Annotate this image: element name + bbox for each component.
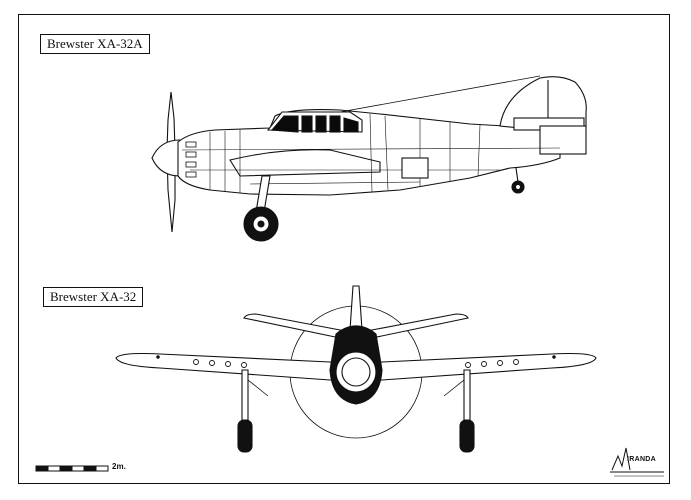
- engine-vents: [185, 141, 197, 178]
- right-wheel: [459, 419, 475, 453]
- front-view: [115, 285, 597, 453]
- tail-wheel-hub: [514, 183, 522, 191]
- side-view: [151, 75, 587, 242]
- engine-ring: [341, 357, 371, 387]
- wing-ports: [193, 359, 519, 368]
- drawing-frame: [18, 14, 670, 484]
- elevator: [539, 125, 587, 155]
- front-fin: [349, 285, 363, 331]
- spinner: [151, 139, 181, 177]
- main-wheel-axle: [257, 220, 265, 228]
- canopy-glass-1: [270, 115, 299, 133]
- logo-wordmark: IRANDA: [627, 456, 657, 463]
- panel-lines: [181, 113, 561, 193]
- side-wing: [229, 149, 381, 177]
- side-view-title: Brewster XA-32A: [40, 34, 150, 54]
- fuselage-window: [401, 157, 429, 179]
- right-gear-strut: [463, 369, 471, 421]
- canopy-glass-4: [329, 115, 341, 133]
- wingtip-light-right: [552, 355, 556, 359]
- canopy-glass-2: [301, 115, 313, 133]
- left-gear-brace: [247, 379, 269, 397]
- front-view-title: Brewster XA-32: [43, 287, 144, 307]
- right-gear-brace: [443, 379, 465, 397]
- miranda-logo-mark: [610, 447, 664, 477]
- wingtip-light-left: [156, 355, 160, 359]
- canopy-glass-5: [343, 117, 359, 133]
- tail-wheel-strut: [515, 167, 519, 183]
- scale-bar-label: 2m.: [112, 462, 126, 471]
- scale-bar: [35, 465, 109, 472]
- left-wheel: [237, 419, 253, 453]
- tail-fin: [499, 76, 587, 129]
- left-gear-strut: [241, 369, 249, 421]
- dorsal-antenna: [339, 75, 541, 113]
- canopy-glass-3: [315, 115, 327, 133]
